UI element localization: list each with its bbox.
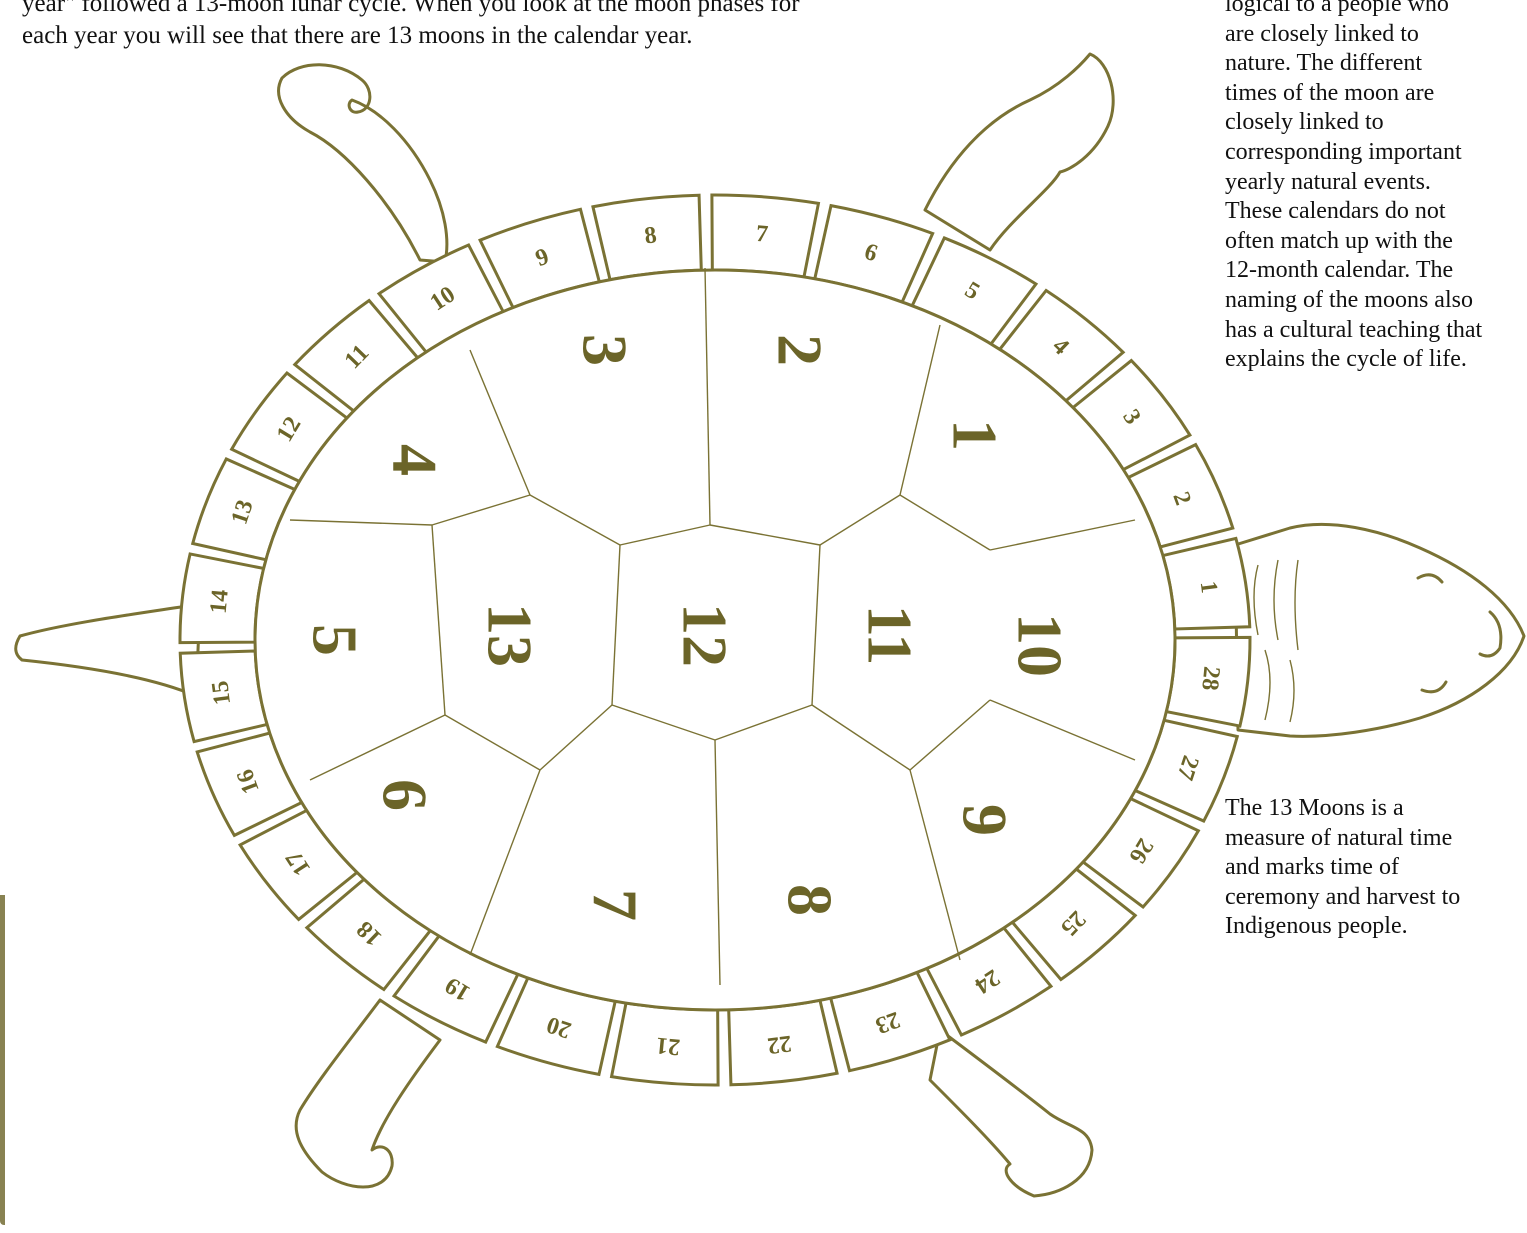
shell-moon-number: 4	[380, 444, 451, 476]
rim-day-number: 7	[755, 221, 769, 248]
turtle-head	[1235, 524, 1524, 736]
shell-moon-number: 12	[670, 603, 741, 667]
shell-moon-number: 5	[300, 624, 371, 656]
rim-day-number: 15	[207, 679, 236, 706]
turtle-front-right-leg	[925, 54, 1113, 250]
shell-moon-number: 11	[855, 605, 926, 665]
shell-moon-number: 10	[1005, 613, 1076, 677]
rim-day-number: 21	[655, 1032, 681, 1060]
turtle-back-right-leg	[930, 1030, 1092, 1196]
shell-moon-number: 1	[940, 419, 1011, 451]
shell-moon-number: 13	[475, 603, 546, 667]
shell-moon-number: 2	[765, 334, 836, 366]
turtle-back-left-leg	[296, 1000, 440, 1187]
turtle-tail	[16, 604, 200, 696]
rim-day-number: 14	[206, 588, 234, 614]
shell-moon-number: 7	[580, 889, 651, 921]
rim-day-number: 22	[766, 1030, 793, 1059]
rim-day-number: 28	[1196, 665, 1224, 691]
shell-moon-number: 8	[775, 884, 846, 916]
shell-moon-number: 3	[570, 334, 641, 366]
turtle-front-left-leg	[279, 65, 447, 262]
shell-moon-number: 6	[370, 779, 441, 811]
shell-moon-number: 9	[950, 804, 1021, 836]
